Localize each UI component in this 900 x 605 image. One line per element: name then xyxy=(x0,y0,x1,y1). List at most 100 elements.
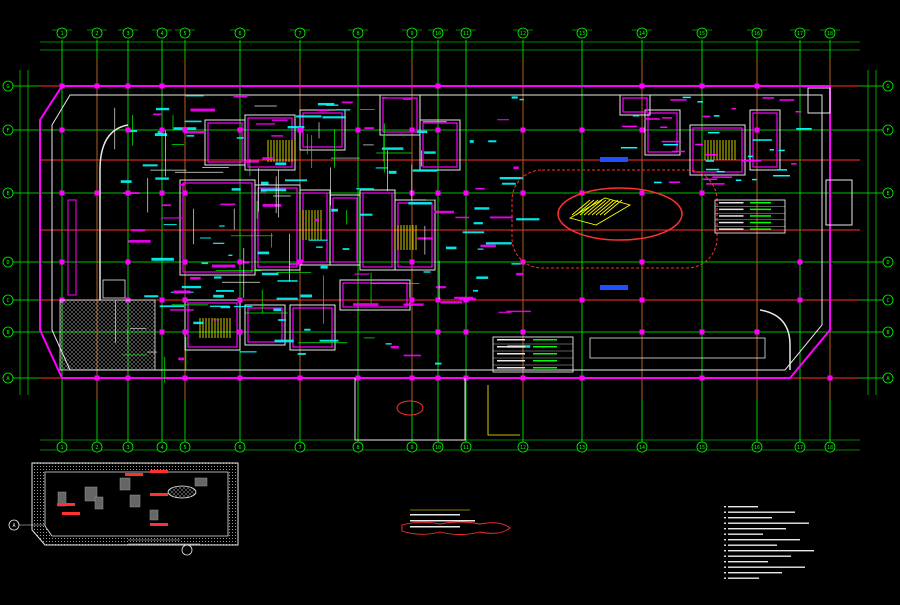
notes-text-line xyxy=(728,566,805,568)
annotation-fragment xyxy=(297,353,306,355)
notes-bullet xyxy=(724,544,726,546)
annotation-fragment xyxy=(228,254,233,257)
row-bubble-label: D xyxy=(886,260,889,266)
plan-table-text xyxy=(497,360,525,362)
annotation-fragment xyxy=(434,362,442,365)
column-marker xyxy=(297,375,303,381)
column-bubble xyxy=(406,27,418,39)
annotation-fragment xyxy=(153,113,162,116)
annotation-fragment xyxy=(173,290,191,294)
column-marker xyxy=(125,190,131,196)
annotation-fragment xyxy=(356,188,374,190)
bottom-extension xyxy=(354,378,520,441)
annotation-fragment xyxy=(275,162,287,166)
column-bubble-label: 12 xyxy=(520,445,526,451)
column-marker xyxy=(754,83,760,89)
annotation-fragment xyxy=(735,179,742,182)
column-marker xyxy=(435,375,441,381)
core-room xyxy=(339,279,411,311)
core-room xyxy=(184,299,241,351)
row-bubble xyxy=(882,80,894,92)
plan-table-frame xyxy=(714,199,786,234)
annotation-fragment xyxy=(274,339,294,343)
annotation-fragment xyxy=(516,218,540,221)
annotation-fragment xyxy=(214,276,222,279)
column-bubble-label: 7 xyxy=(298,31,301,37)
escalator-step xyxy=(595,199,615,216)
column-marker xyxy=(520,375,526,381)
column-bubble-label: 8 xyxy=(356,31,359,37)
column-bubble-label: 14 xyxy=(639,445,645,451)
annotation-fragment xyxy=(695,143,704,146)
annotation-fragment xyxy=(360,213,373,216)
key-plan-label-marker xyxy=(150,493,168,496)
column-bubble xyxy=(234,27,246,39)
column-bubble xyxy=(352,441,364,453)
stair-flight xyxy=(199,318,231,338)
column-bubble-label: 5 xyxy=(183,445,186,451)
core-room xyxy=(689,124,746,176)
annotation-fragment xyxy=(795,110,802,113)
annotation-fragment xyxy=(220,305,231,309)
annotation-fragment xyxy=(506,310,531,313)
annotation-fragment xyxy=(300,294,312,298)
column-marker xyxy=(182,259,188,265)
escalator-step xyxy=(603,199,623,216)
notes-text-line xyxy=(728,539,800,541)
plan-table-text xyxy=(719,202,744,204)
column-marker xyxy=(435,297,441,303)
column-marker xyxy=(463,329,469,335)
notes-bullet xyxy=(724,572,726,574)
annotation-fragment xyxy=(403,354,421,357)
column-marker xyxy=(639,297,645,303)
column-marker xyxy=(409,127,415,133)
core-room-inner xyxy=(182,182,253,273)
annotation-fragment xyxy=(716,170,725,173)
annotation-fragment xyxy=(663,143,679,146)
column-marker xyxy=(297,259,303,265)
column-bubble-label: 4 xyxy=(160,31,163,37)
key-plan-label-marker xyxy=(150,470,168,473)
annotation-fragment xyxy=(342,248,350,250)
annotation-fragment xyxy=(231,188,241,191)
annotation-fragment xyxy=(219,225,225,227)
column-bubble xyxy=(294,27,306,39)
annotation-fragment xyxy=(375,167,388,169)
plan-table-value xyxy=(750,208,771,211)
column-bubble-label: 12 xyxy=(520,31,526,37)
key-plan-label-marker xyxy=(57,503,75,506)
annotation-fragment xyxy=(499,176,524,180)
core-room-inner xyxy=(362,192,393,268)
annotation-fragment xyxy=(184,120,202,123)
annotation-fragment xyxy=(243,160,260,163)
column-bubble xyxy=(91,27,103,39)
core-room xyxy=(644,109,681,156)
entrance-canopy-right xyxy=(487,385,520,436)
annotation-fragment xyxy=(144,295,159,298)
column-marker xyxy=(237,259,243,265)
column-marker xyxy=(579,375,585,381)
annotation-fragment xyxy=(778,149,785,152)
annotation-fragment xyxy=(707,131,720,134)
atrium-opening xyxy=(511,169,718,269)
row-bubble-label: C xyxy=(886,298,889,304)
notes-text-line xyxy=(728,577,759,579)
annotation-fragment xyxy=(516,272,524,276)
curved-corner-left xyxy=(99,124,129,300)
row-bubble xyxy=(2,326,14,338)
legend-text-lines xyxy=(410,514,475,528)
legend-revision-cloud xyxy=(401,521,511,535)
notes-text-line xyxy=(728,511,795,513)
column-bubble xyxy=(636,27,648,39)
column-bubble xyxy=(517,27,529,39)
annotation-fragment xyxy=(316,246,323,248)
notes-bullet xyxy=(724,517,726,519)
notes-text-line xyxy=(728,528,786,530)
row-bubble-label: D xyxy=(6,260,9,266)
core-room xyxy=(244,304,286,346)
annotation-fragment xyxy=(668,181,681,183)
annotation-fragment xyxy=(511,263,521,265)
annotation-fragment xyxy=(151,257,174,261)
